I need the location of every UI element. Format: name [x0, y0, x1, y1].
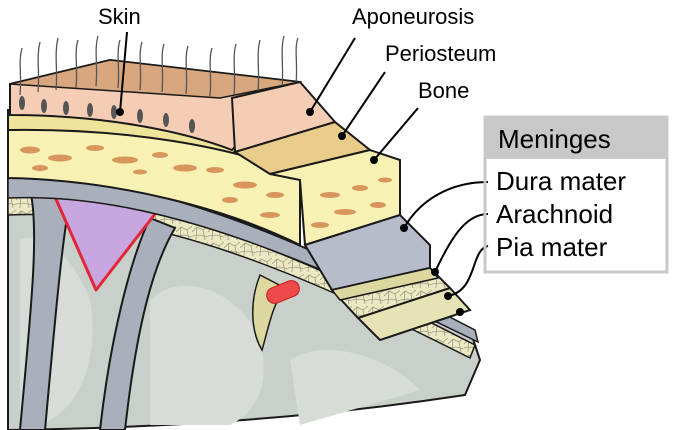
- label-arachnoid: Arachnoid: [496, 199, 613, 229]
- label-periosteum: Periosteum: [385, 41, 496, 66]
- label-bone: Bone: [418, 78, 469, 103]
- pia-leader: [448, 246, 488, 296]
- arachnoid-leader: [435, 214, 488, 272]
- label-skin: Skin: [98, 4, 141, 29]
- aponeurosis-leader: [310, 38, 355, 112]
- dura-leader: [404, 182, 488, 228]
- periosteum-leader: [342, 72, 385, 136]
- label-meninges: Meninges: [498, 124, 611, 154]
- label-aponeurosis: Aponeurosis: [352, 4, 474, 29]
- label-pia-mater: Pia mater: [496, 232, 608, 262]
- label-dura-mater: Dura mater: [496, 166, 626, 196]
- bone-leader: [374, 108, 418, 160]
